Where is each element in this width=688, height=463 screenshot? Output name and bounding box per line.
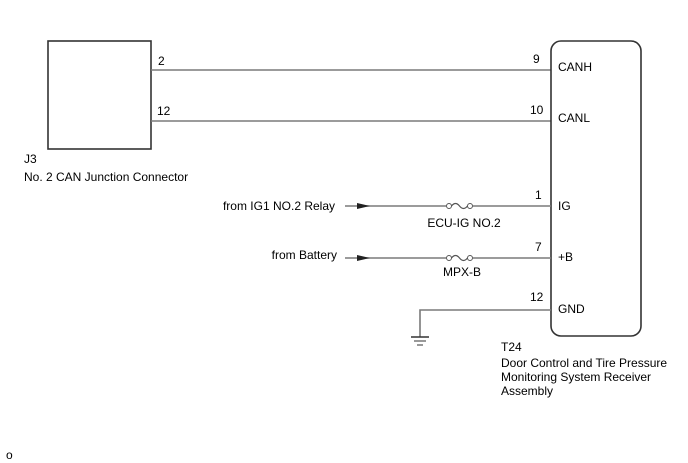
fuse-ecu-ig-no2-label: ECU-IG NO.2 [427, 216, 501, 230]
j3-name: No. 2 CAN Junction Connector [24, 170, 188, 184]
t24-name-line-3: Assembly [501, 384, 553, 398]
terminal-ig: IG [558, 199, 571, 213]
arrow-icon [357, 203, 370, 209]
j3-connector-box [47, 40, 152, 150]
t24-pin-12: 12 [530, 290, 544, 304]
terminal-gnd: GND [558, 302, 585, 316]
fuse-icon [446, 202, 473, 210]
fuse-mpx-b-label: MPX-B [443, 265, 481, 279]
arrow-icon [357, 255, 370, 261]
t24-pin-9: 9 [533, 52, 540, 66]
t24-pin-7: 7 [535, 240, 542, 254]
source-ig1-relay: from IG1 NO.2 Relay [223, 199, 335, 213]
terminal-plus-b: +B [558, 250, 573, 264]
ground-icon [411, 336, 429, 346]
terminal-canl: CANL [558, 111, 590, 125]
fuse-icon [446, 254, 473, 262]
t24-id: T24 [501, 340, 522, 354]
source-battery: from Battery [272, 248, 337, 262]
j3-id: J3 [24, 152, 37, 166]
j3-pin-2: 2 [158, 54, 165, 68]
j3-pin-12: 12 [157, 104, 171, 118]
t24-name-line-2: Monitoring System Receiver [501, 370, 651, 384]
gnd-wire [419, 309, 551, 337]
t24-name-line-1: Door Control and Tire Pressure [501, 356, 667, 370]
terminal-canh: CANH [558, 60, 592, 74]
t24-receiver-box [550, 40, 642, 337]
t24-pin-1: 1 [535, 188, 542, 202]
footer-mark: o [6, 448, 13, 462]
t24-pin-10: 10 [530, 103, 544, 117]
